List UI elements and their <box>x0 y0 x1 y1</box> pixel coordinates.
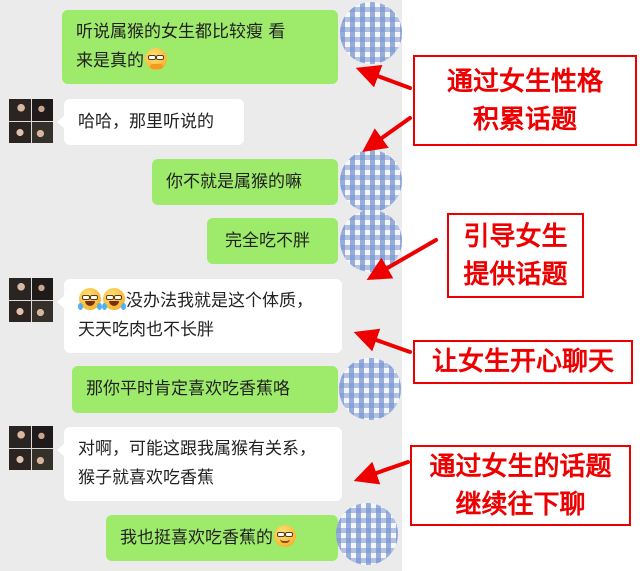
annotation-text: 通过女生性格 <box>446 66 603 97</box>
message-text: 没办法我就是这个体质， <box>126 291 313 311</box>
my-avatar[interactable] <box>340 150 402 212</box>
message-text: 听说属猴的女生都比较瘦 看 <box>76 22 286 42</box>
message-bubble-received[interactable]: 对啊，可能这跟我属猴有关系， 猴子就喜欢吃香蕉 <box>57 427 342 501</box>
my-avatar[interactable] <box>336 503 398 565</box>
message-text: 来是真的 <box>76 51 144 71</box>
my-avatar[interactable] <box>340 2 402 64</box>
message-text: 完全吃不胖 <box>225 230 310 251</box>
annotation-text: 继续往下聊 <box>455 489 586 520</box>
contact-avatar[interactable] <box>9 426 53 470</box>
annotation-text: 引导女生 <box>463 221 568 252</box>
contact-avatar[interactable] <box>9 99 53 143</box>
annotation-box: 通过女生性格 积累话题 <box>413 55 637 146</box>
message-text: 对啊，可能这跟我属猴有关系， <box>78 439 316 459</box>
message-text: 那你平时肯定喜欢吃香蕉咯 <box>86 379 290 399</box>
message-bubble-sent[interactable]: 我也挺喜欢吃香蕉的 <box>106 515 338 561</box>
message-bubble-sent[interactable]: 那你平时肯定喜欢吃香蕉咯 <box>72 366 338 413</box>
smirk-emoji-icon <box>145 48 167 70</box>
annotation-box: 引导女生 提供话题 <box>447 213 584 298</box>
message-bubble-sent[interactable]: 你不就是属猴的嘛 <box>152 159 338 205</box>
annotation-box: 让女生开心聊天 <box>413 340 633 384</box>
message-bubble-sent[interactable]: 听说属猴的女生都比较瘦 看 来是真的 <box>62 10 338 84</box>
tears-of-joy-emoji-icon <box>102 288 126 310</box>
annotation-text: 让女生开心聊天 <box>431 347 614 377</box>
my-avatar[interactable] <box>340 210 402 272</box>
annotation-text: 积累话题 <box>472 104 577 135</box>
chat-pane: 听说属猴的女生都比较瘦 看 来是真的 哈哈，那里听说的 你不就是属猴的嘛 完全吃… <box>0 0 402 571</box>
message-bubble-received[interactable]: 没办法我就是这个体质， 天天吃肉也不长胖 <box>57 279 342 353</box>
message-bubble-received[interactable]: 哈哈，那里听说的 <box>57 99 244 145</box>
grin-emoji-icon <box>274 524 296 547</box>
annotation-text: 提供话题 <box>463 259 568 290</box>
message-bubble-sent[interactable]: 完全吃不胖 <box>207 218 338 264</box>
annotation-text: 通过女生的话题 <box>429 451 612 482</box>
tears-of-joy-emoji-icon <box>78 288 102 310</box>
message-text: 你不就是属猴的嘛 <box>166 171 302 192</box>
message-text: 我也挺喜欢吃香蕉的 <box>120 527 273 548</box>
contact-avatar[interactable] <box>9 278 53 322</box>
message-text: 猴子就喜欢吃香蕉 <box>78 468 214 488</box>
message-text: 天天吃肉也不长胖 <box>78 320 214 340</box>
annotation-box: 通过女生的话题 继续往下聊 <box>410 445 631 526</box>
my-avatar[interactable] <box>339 358 401 420</box>
message-text: 哈哈，那里听说的 <box>78 111 214 132</box>
